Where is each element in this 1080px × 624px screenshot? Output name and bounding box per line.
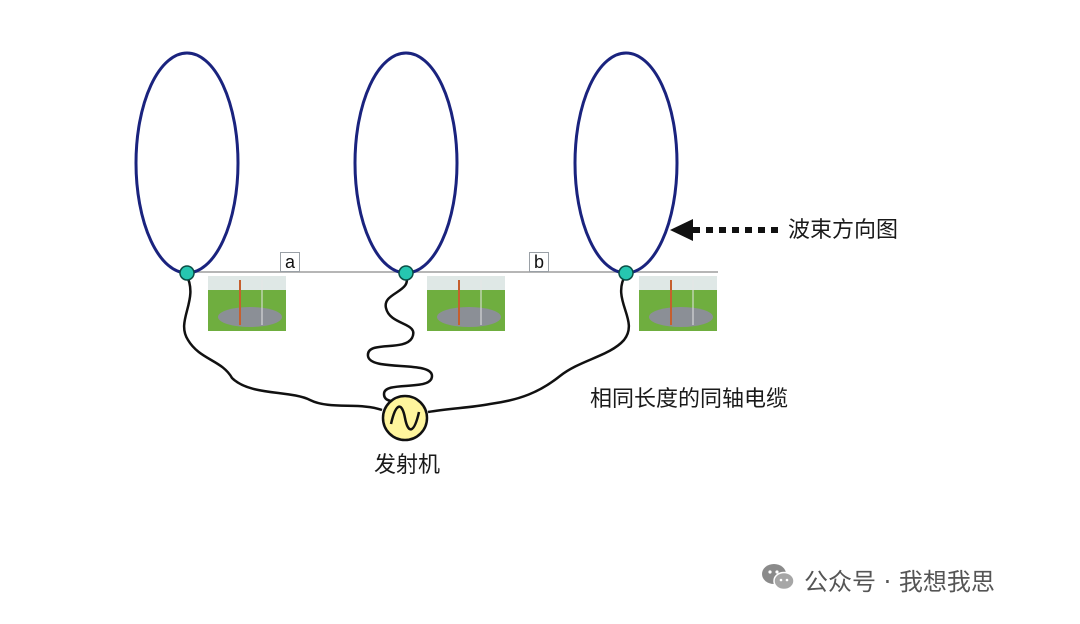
coax-cable-right (427, 273, 631, 414)
watermark-text: 公众号 · 我想我思 (804, 568, 995, 596)
wechat-icon (762, 564, 795, 591)
spacing-label-a: a (280, 252, 300, 272)
spacing-label-b: b (529, 252, 549, 272)
beam-lobe-right (573, 51, 679, 275)
beam-lobe-left (134, 51, 240, 275)
site-photo-center (427, 276, 505, 331)
coax-cable-left (182, 273, 383, 412)
beam-pattern-arrow-icon (670, 219, 780, 241)
coax-cable-label: 相同长度的同轴电缆 (590, 387, 789, 412)
feed-point-left (179, 265, 195, 281)
beam-lobe-center (353, 51, 459, 275)
transmitter-generator (381, 394, 429, 442)
feed-point-right (618, 265, 634, 281)
coax-cable-center (366, 273, 434, 403)
transmitter-label: 发射机 (374, 453, 441, 478)
beam-pattern-label: 波束方向图 (788, 218, 899, 243)
site-photo-left (208, 276, 286, 331)
site-photo-right (639, 276, 717, 331)
feed-point-center (398, 265, 414, 281)
